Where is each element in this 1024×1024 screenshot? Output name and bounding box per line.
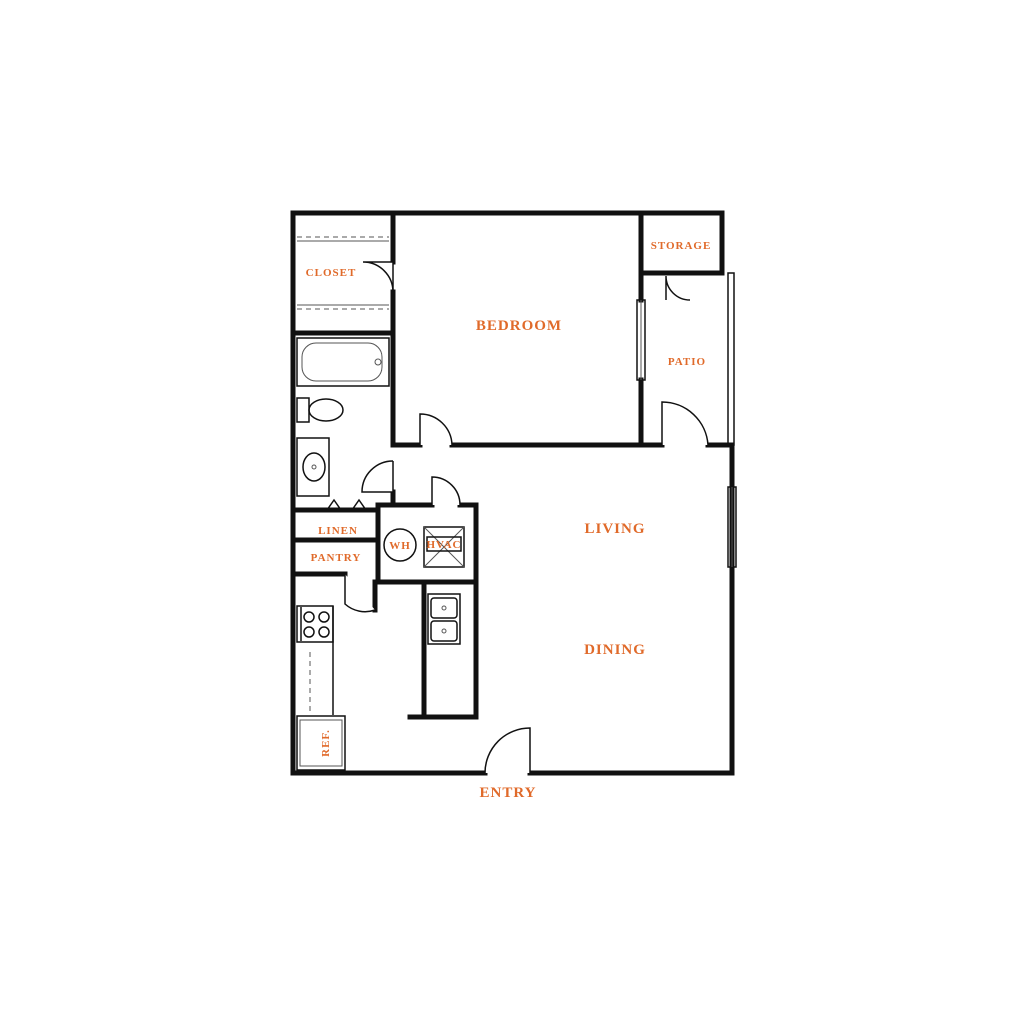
- dining-label: DINING: [584, 642, 646, 658]
- bathtub-icon: [296, 337, 390, 387]
- sink-icon: [296, 437, 330, 497]
- patio-label: PATIO: [668, 356, 706, 368]
- storage-label: STORAGE: [651, 240, 712, 252]
- water-heater-icon: [383, 528, 417, 562]
- doors: [326, 261, 709, 774]
- interior-walls: [290, 210, 735, 720]
- hvac-label: HVAC: [427, 539, 462, 551]
- closet-label: CLOSET: [306, 267, 357, 279]
- refrigerator-label: REF.: [320, 729, 332, 757]
- toilet-icon: [296, 397, 344, 423]
- entry-label: ENTRY: [480, 785, 537, 801]
- pantry-label: PANTRY: [311, 552, 362, 564]
- closet-shelves: [297, 236, 389, 310]
- kitchen-sink-icon: [427, 593, 461, 645]
- refrigerator-icon: [296, 715, 346, 771]
- windows: [636, 272, 737, 568]
- bedroom-label: BEDROOM: [476, 318, 562, 334]
- linen-label: LINEN: [318, 525, 358, 537]
- kitchen-counter: [309, 606, 334, 715]
- hvac-icon: [423, 526, 465, 568]
- living-label: LIVING: [584, 521, 645, 537]
- stove-icon: [296, 605, 334, 643]
- water-heater-label: WH: [389, 540, 411, 552]
